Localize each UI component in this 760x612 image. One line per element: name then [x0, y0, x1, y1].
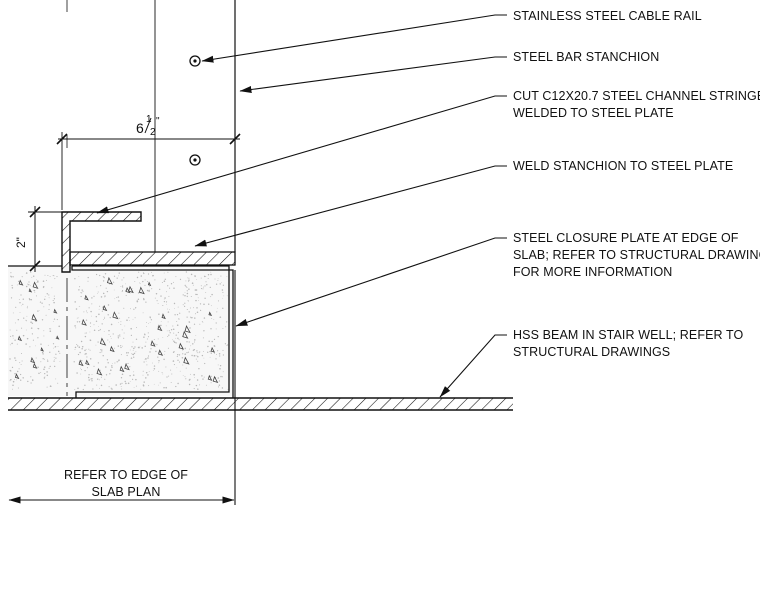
callout-closure-plate-line-2: SLAB; REFER TO STRUCTURAL DRAWINGS — [513, 248, 760, 262]
width-dimension — [56, 132, 241, 210]
callout-channel-stringer-line-2: WELDED TO STEEL PLATE — [513, 106, 674, 120]
concrete-slab — [8, 265, 232, 396]
callout-stanchion-line-1: STEEL BAR STANCHION — [513, 50, 659, 64]
callout-hss-beam-line-2: STRUCTURAL DRAWINGS — [513, 345, 670, 359]
callout-hss-beam-line-1: HSS BEAM IN STAIR WELL; REFER TO — [513, 328, 744, 342]
width-dimension-label: 6 1 2 " — [136, 114, 160, 138]
callout-channel-stringer-line-1: CUT C12X20.7 STEEL CHANNEL STRINGER — [513, 89, 760, 103]
callout-hss-beam: HSS BEAM IN STAIR WELL; REFER TO STRUCTU… — [513, 328, 744, 359]
steel-bar-stanchion — [66, 0, 236, 505]
callout-channel-stringer: CUT C12X20.7 STEEL CHANNEL STRINGER WELD… — [513, 89, 760, 120]
edge-note-line-1: REFER TO EDGE OF — [64, 468, 188, 482]
callout-closure-plate-line-1: STEEL CLOSURE PLATE AT EDGE OF — [513, 231, 739, 245]
hss-beam-band — [8, 397, 513, 411]
callout-cable-rail-line-1: STAINLESS STEEL CABLE RAIL — [513, 9, 702, 23]
height-dimension-label: 2" — [14, 237, 28, 248]
steel-plate — [69, 251, 236, 266]
edge-note-line-2: SLAB PLAN — [92, 485, 161, 499]
callout-weld: WELD STANCHION TO STEEL PLATE — [513, 159, 733, 173]
width-dim-unit: " — [156, 116, 160, 127]
callout-weld-line-1: WELD STANCHION TO STEEL PLATE — [513, 159, 733, 173]
steel-channel-stringer — [61, 211, 142, 273]
width-dim-whole: 6 — [136, 120, 144, 136]
height-dimension — [28, 206, 62, 272]
callout-closure-plate-line-3: FOR MORE INFORMATION — [513, 265, 672, 279]
callout-stanchion: STEEL BAR STANCHION — [513, 50, 659, 64]
cable-rail-circles — [189, 55, 201, 166]
width-dim-fraction-num: 1 — [146, 114, 152, 125]
width-dim-fraction-den: 2 — [150, 127, 156, 138]
callout-closure-plate: STEEL CLOSURE PLATE AT EDGE OF SLAB; REF… — [513, 231, 760, 279]
edge-of-slab-note: REFER TO EDGE OF SLAB PLAN — [64, 468, 188, 499]
steel-closure-plate — [71, 265, 234, 398]
concrete-aggregate-marks — [14, 276, 219, 384]
leader-lines — [96, 14, 507, 398]
concrete-stipple — [9, 271, 229, 391]
callout-cable-rail: STAINLESS STEEL CABLE RAIL — [513, 9, 702, 23]
